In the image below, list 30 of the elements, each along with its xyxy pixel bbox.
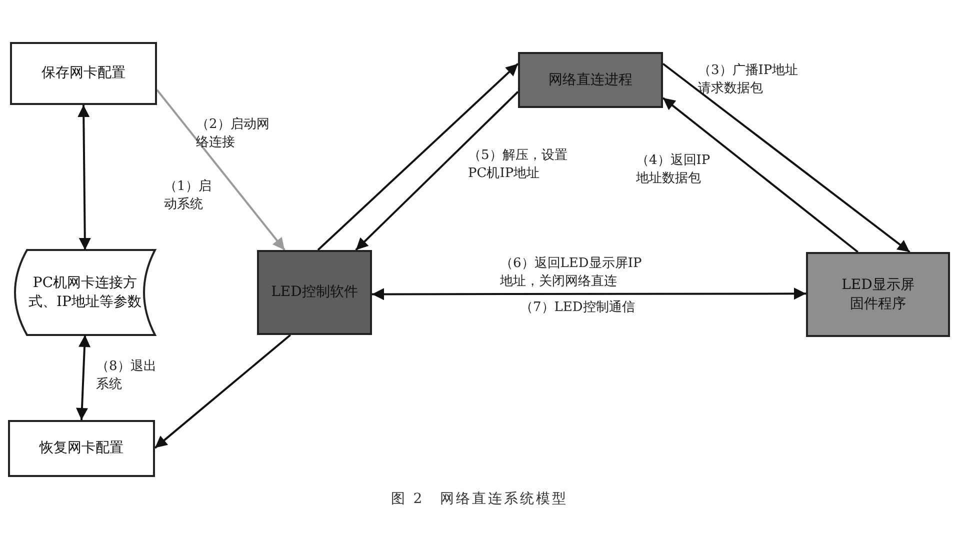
figure-caption: 图 2 网络直连系统模型 bbox=[390, 490, 570, 508]
arrow bbox=[156, 89, 286, 251]
edge-label: （8）退出系统 bbox=[96, 358, 158, 394]
node-label: LED显示屏固件程序 bbox=[840, 276, 916, 314]
node-label: 保存网卡配置 bbox=[42, 64, 126, 83]
arrow bbox=[355, 91, 519, 251]
arrow bbox=[76, 334, 90, 420]
node-label: 网络直连进程 bbox=[548, 70, 632, 90]
process-box bbox=[8, 420, 155, 477]
edge-label: （4）返回IP地址数据包 bbox=[636, 152, 712, 188]
arrow bbox=[662, 62, 910, 253]
process-box bbox=[10, 42, 157, 105]
step-label: （7）LED控制通信 bbox=[520, 299, 636, 317]
step-label: （1）启动系统 bbox=[164, 178, 212, 214]
edge-label: （2）启动网络连接 bbox=[196, 116, 270, 152]
arrow bbox=[154, 334, 291, 449]
process-box bbox=[257, 250, 372, 335]
arrow bbox=[662, 97, 858, 253]
arrow bbox=[372, 288, 806, 300]
process-box bbox=[518, 52, 663, 108]
process-box bbox=[806, 252, 950, 337]
arrow bbox=[317, 63, 519, 251]
edge-label: （6）返回LED显示屏IP地址，关闭网络直连 bbox=[500, 255, 643, 292]
edge-label: （5）解压，设置PC机IP地址 bbox=[468, 147, 568, 184]
document-shape bbox=[14, 249, 156, 336]
arrow bbox=[78, 105, 91, 250]
node-label: 恢复网卡配置 bbox=[40, 439, 124, 458]
edge-label: （3）广播IP地址请求数据包 bbox=[698, 62, 800, 98]
node-label: LED控制软件 bbox=[271, 283, 358, 302]
node-label: PC机网卡连接方式、IP地址等参数 bbox=[28, 274, 142, 312]
